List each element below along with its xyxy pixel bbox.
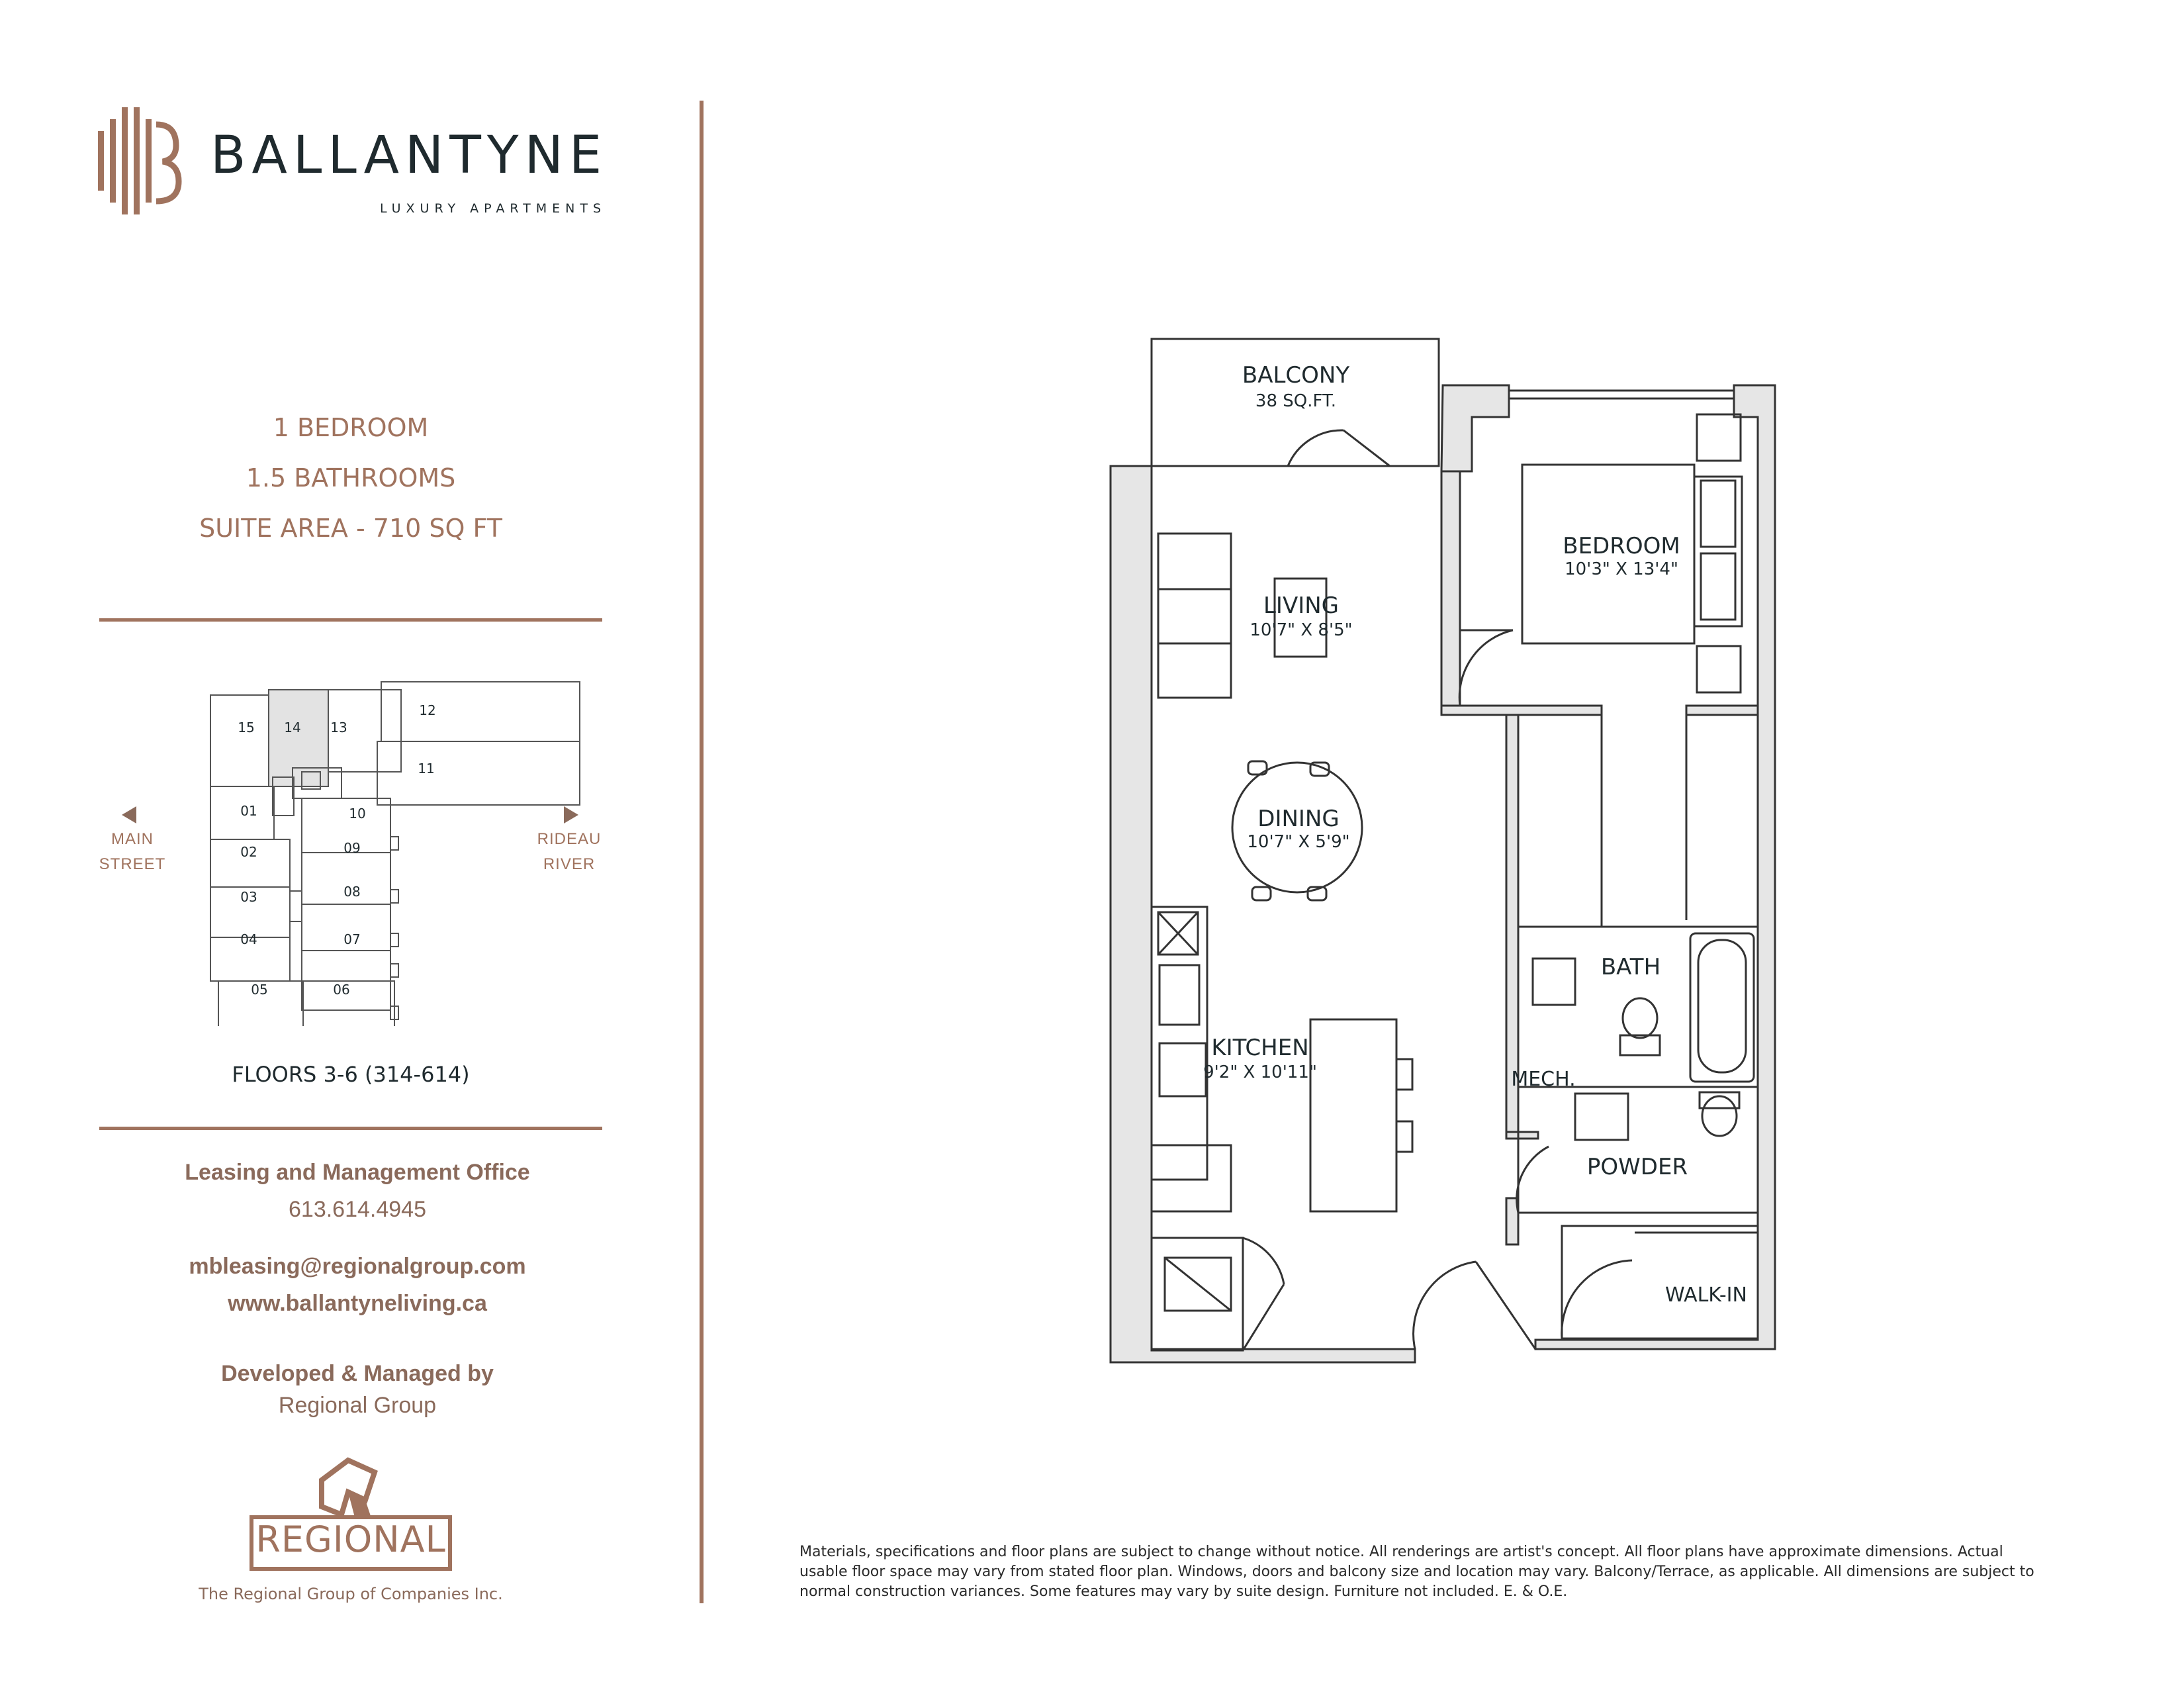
unit-area: SUITE AREA - 710 SQ FT — [199, 514, 502, 543]
keyplan-unit-label: 09 — [343, 840, 360, 856]
regional-logo-icon — [250, 1457, 452, 1571]
keyplan-unit-label: 15 — [238, 720, 254, 735]
direction-left-label-1: MAIN — [111, 830, 154, 848]
regional-wordmark: REGIONAL — [255, 1519, 446, 1560]
keyplan-unit-label: 06 — [333, 982, 349, 998]
arrow-right-icon — [564, 806, 578, 823]
office-phone[interactable]: 613.614.4945 — [289, 1197, 426, 1222]
floor-plan: BALCONY 38 SQ.FT. LIVING 10'7" X 8'5" BE… — [1109, 338, 1776, 1364]
unit-bathrooms: 1.5 BATHROOMS — [246, 463, 456, 492]
vertical-divider — [700, 101, 704, 1603]
floors-label: FLOORS 3-6 (314-614) — [232, 1062, 470, 1087]
room-label-dining: DINING — [1257, 806, 1339, 832]
room-dim-kitchen: 9'2" X 10'11" — [1203, 1062, 1317, 1082]
keyplan-unit-label: 10 — [349, 806, 365, 821]
office-website[interactable]: www.ballantyneliving.ca — [228, 1291, 487, 1316]
keyplan: 15 14 13 12 11 01 10 02 09 03 08 04 07 0… — [210, 681, 580, 1026]
room-area-balcony: 38 SQ.FT. — [1255, 391, 1336, 411]
direction-right-label-2: RIVER — [543, 855, 596, 873]
keyplan-unit-label: 03 — [240, 889, 257, 905]
divider-top — [99, 618, 602, 622]
room-label-powder: POWDER — [1587, 1154, 1688, 1180]
keyplan-unit-label: 11 — [418, 761, 434, 776]
direction-right-label-1: RIDEAU — [537, 830, 602, 848]
keyplan-unit-label: 13 — [330, 720, 347, 735]
unit-bedrooms: 1 BEDROOM — [273, 413, 429, 442]
keyplan-unit-label: 14 — [284, 720, 300, 735]
room-label-balcony: BALCONY — [1242, 362, 1349, 389]
office-email[interactable]: mbleasing@regionalgroup.com — [189, 1254, 526, 1279]
ballantyne-logo-icon — [98, 107, 182, 214]
direction-left-label-2: STREET — [99, 855, 166, 873]
room-dim-living: 10'7" X 8'5" — [1250, 620, 1352, 640]
room-label-bedroom: BEDROOM — [1563, 533, 1680, 559]
brand-name: BALLANTYNE — [210, 126, 608, 185]
disclaimer: Materials, specifications and floor plan… — [799, 1542, 2123, 1602]
keyplan-unit-label: 01 — [240, 803, 257, 819]
keyplan-unit-label: 12 — [419, 702, 435, 718]
keyplan-unit-label: 05 — [251, 982, 267, 998]
room-label-walkin: WALK-IN — [1665, 1284, 1747, 1307]
divider-bottom — [99, 1127, 602, 1130]
brand-tagline: LUXURY APARTMENTS — [380, 201, 607, 216]
keyplan-unit-label: 04 — [240, 931, 257, 947]
developed-by-label: Developed & Managed by — [221, 1361, 494, 1386]
regional-caption: The Regional Group of Companies Inc. — [199, 1585, 503, 1603]
disclaimer-line-3: normal construction variances. Some feat… — [799, 1583, 1568, 1600]
room-label-kitchen: KITCHEN — [1211, 1035, 1308, 1061]
disclaimer-line-1: Materials, specifications and floor plan… — [799, 1544, 2003, 1560]
keyplan-unit-label: 07 — [343, 931, 360, 947]
keyplan-unit-label: 02 — [240, 844, 257, 860]
developer-name: Regional Group — [278, 1393, 437, 1418]
room-label-bath: BATH — [1601, 954, 1661, 980]
room-dim-bedroom: 10'3" X 13'4" — [1565, 559, 1678, 579]
arrow-left-icon — [122, 806, 136, 823]
keyplan-unit-label: 08 — [343, 884, 360, 900]
room-label-mech: MECH. — [1511, 1068, 1575, 1091]
office-title: Leasing and Management Office — [185, 1160, 530, 1185]
disclaimer-line-2: usable floor space may vary from stated … — [799, 1564, 2034, 1580]
room-dim-dining: 10'7" X 5'9" — [1247, 832, 1349, 852]
room-label-living: LIVING — [1263, 592, 1339, 619]
